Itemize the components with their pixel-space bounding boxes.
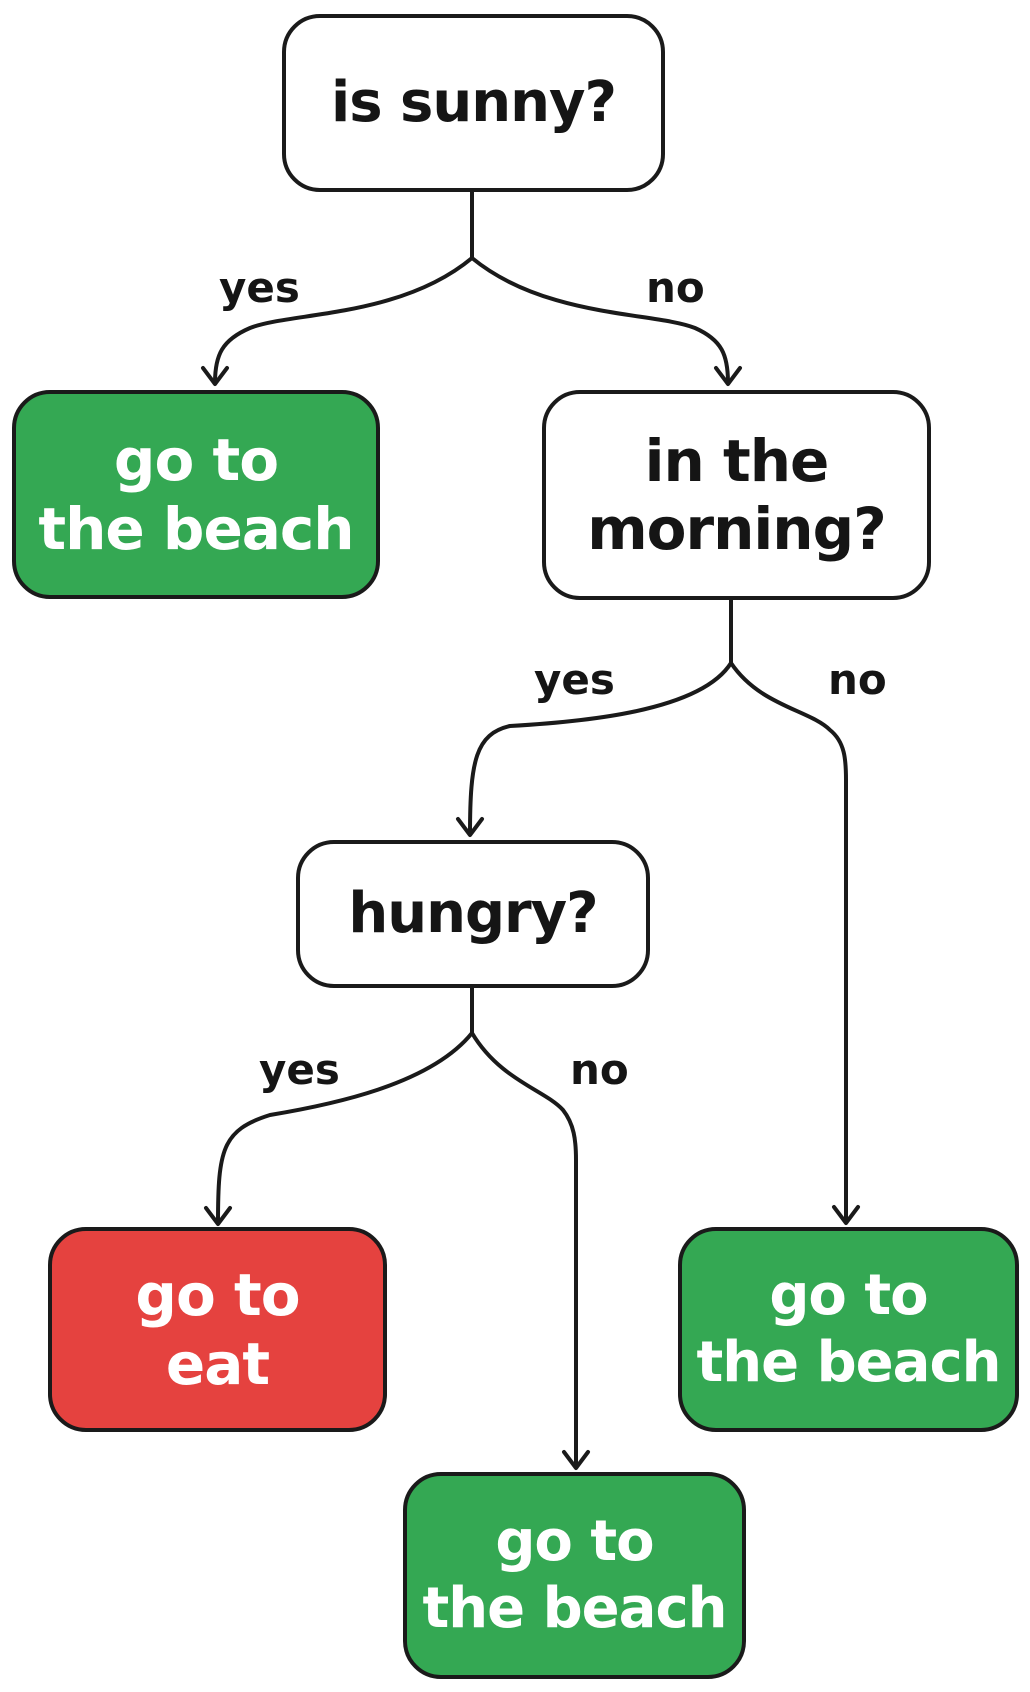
- edge-label-sunny-yes: yes: [219, 263, 300, 312]
- edge-label-hungry-no: no: [570, 1045, 629, 1094]
- node-go-to-eat: go to eat: [48, 1227, 387, 1432]
- node-is-sunny: is sunny?: [282, 14, 665, 192]
- edge-label-sunny-no: no: [646, 263, 705, 312]
- node-go-to-the-beach-2: go to the beach: [403, 1472, 746, 1679]
- edge-sunny-no-arrowhead: [714, 366, 742, 386]
- node-in-the-morning: in the morning?: [542, 390, 931, 600]
- edge-sunny-yes-arrowhead: [201, 366, 229, 386]
- node-go-to-the-beach-3: go to the beach: [678, 1227, 1019, 1432]
- node-go-to-the-beach-1: go to the beach: [12, 390, 380, 599]
- edge-hungry-yes: [216, 986, 474, 1225]
- node-hungry: hungry?: [296, 840, 650, 988]
- edge-label-morning-no: no: [828, 655, 887, 704]
- edge-hungry-no-arrowhead: [562, 1450, 590, 1470]
- edge-sunny-no: [470, 256, 730, 385]
- edge-label-morning-yes: yes: [534, 655, 615, 704]
- edge-morning-no: [729, 661, 848, 1224]
- edge-hungry-yes-arrowhead: [204, 1206, 232, 1226]
- edge-morning-yes: [468, 598, 733, 836]
- edge-sunny-yes: [213, 190, 474, 385]
- edge-label-hungry-yes: yes: [259, 1045, 340, 1094]
- edge-hungry-no: [470, 1031, 578, 1469]
- edge-morning-yes-arrowhead: [456, 817, 484, 837]
- edge-morning-no-arrowhead: [832, 1205, 860, 1225]
